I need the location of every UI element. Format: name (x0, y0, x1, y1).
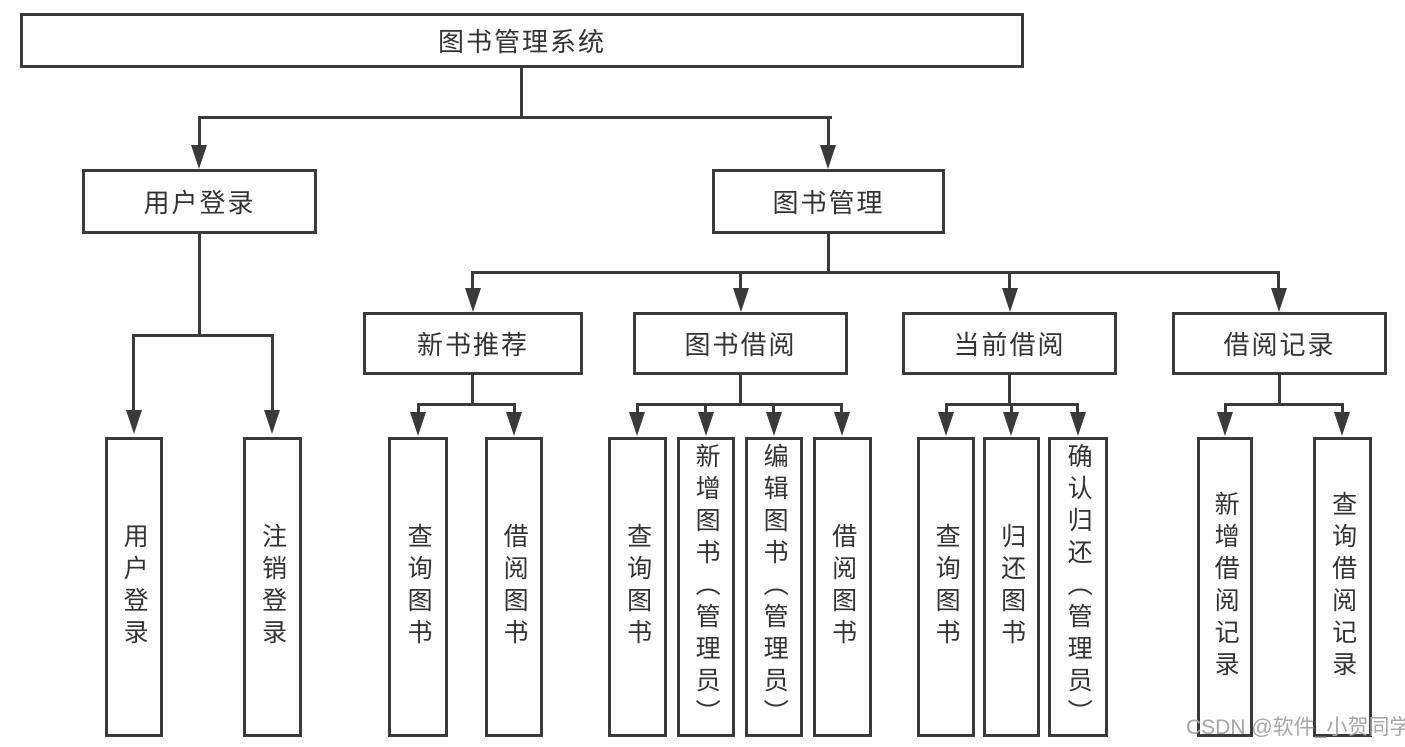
connector-line (417, 403, 516, 406)
arrow-down-icon (410, 412, 426, 436)
watermark: CSDN @软件_小贺同学 (1186, 716, 1405, 739)
connector-line (132, 334, 135, 412)
connector-line (1010, 403, 1013, 415)
connector-line (271, 334, 274, 412)
connector-line (739, 375, 742, 405)
node-label: 借阅记录 (1223, 330, 1336, 360)
node-label: 图书管理系统 (437, 27, 606, 57)
leaf-bb-query-books: 查询图书 (608, 437, 667, 737)
leaf-cb-query-books: 查询图书 (917, 437, 975, 737)
node-new-book-recommend: 新书推荐 (363, 312, 583, 375)
node-label: 图书管理 (772, 188, 885, 218)
node-label: 借阅图书 (828, 523, 857, 651)
connector-line (520, 68, 523, 118)
connector-line (636, 403, 639, 415)
arrow-down-icon (126, 410, 142, 434)
connector-line (636, 403, 843, 406)
arrow-down-icon (820, 145, 836, 169)
connector-line (198, 116, 832, 119)
connector-line (827, 116, 830, 148)
leaf-bb-edit-books-admin: 编辑图书（管理员） (745, 437, 803, 737)
node-label: 查询图书 (404, 523, 433, 651)
connector-line (471, 375, 474, 405)
node-book-management: 图书管理 (712, 169, 945, 234)
arrow-down-icon (264, 410, 280, 434)
node-label: 新增图书（管理员） (692, 443, 721, 731)
arrow-down-icon (465, 288, 481, 312)
connector-line (417, 403, 420, 415)
arrow-down-icon (938, 412, 954, 436)
connector-line (513, 403, 516, 415)
arrow-down-icon (766, 412, 782, 436)
leaf-user-login: 用户登录 (105, 437, 163, 737)
connector-line (132, 334, 274, 337)
arrow-down-icon (1002, 288, 1018, 312)
leaf-nb-borrow-books: 借阅图书 (485, 437, 543, 737)
connector-line (1008, 271, 1011, 290)
connector-line (1076, 403, 1079, 415)
node-book-borrow: 图书借阅 (633, 312, 848, 375)
connector-line (1224, 403, 1344, 406)
node-label: 查询图书 (623, 523, 652, 651)
node-label: 新书推荐 (416, 330, 529, 360)
node-label: 用户登录 (143, 188, 256, 218)
connector-line (772, 403, 775, 415)
connector-line (198, 233, 201, 336)
leaf-nb-query-books: 查询图书 (388, 437, 448, 737)
node-label: 查询图书 (932, 523, 961, 651)
leaf-bb-borrow-books: 借阅图书 (813, 437, 872, 737)
connector-line (471, 271, 1280, 274)
leaf-br-query-borrow-record: 查询借阅记录 (1313, 437, 1372, 737)
node-user-login: 用户登录 (82, 169, 317, 234)
node-label: 图书借阅 (684, 330, 797, 360)
node-label: 借阅图书 (500, 523, 529, 651)
leaf-br-add-borrow-record: 新增借阅记录 (1197, 437, 1253, 737)
connector-line (1277, 271, 1280, 290)
node-current-borrow: 当前借阅 (902, 312, 1117, 375)
arrow-down-icon (834, 412, 850, 436)
node-label: 确认归还（管理员） (1064, 443, 1093, 731)
arrow-down-icon (191, 145, 207, 169)
arrow-down-icon (629, 412, 645, 436)
node-label: 归还图书 (997, 523, 1026, 651)
connector-line (827, 233, 830, 273)
connector-line (739, 271, 742, 290)
node-label: 编辑图书（管理员） (760, 443, 789, 731)
connector-line (471, 271, 474, 290)
node-label: 注销登录 (258, 523, 287, 651)
connector-line (840, 403, 843, 415)
arrow-down-icon (506, 412, 522, 436)
arrow-down-icon (698, 412, 714, 436)
arrow-down-icon (1070, 412, 1086, 436)
leaf-bb-add-books-admin: 新增图书（管理员） (677, 437, 735, 737)
connector-line (704, 403, 707, 415)
connector-line (945, 403, 948, 415)
arrow-down-icon (733, 288, 749, 312)
connector-line (198, 116, 201, 148)
arrow-down-icon (1003, 412, 1019, 436)
leaf-cb-return-books: 归还图书 (983, 437, 1040, 737)
connector-line (1008, 375, 1011, 405)
node-label: 用户登录 (120, 523, 149, 651)
leaf-logout-login: 注销登录 (243, 437, 302, 737)
leaf-cb-confirm-return-admin: 确认归还（管理员） (1048, 437, 1108, 737)
arrow-down-icon (1217, 412, 1233, 436)
connector-line (1341, 403, 1344, 415)
node-label: 当前借阅 (953, 330, 1066, 360)
node-label: 查询借阅记录 (1328, 491, 1357, 683)
arrow-down-icon (1271, 288, 1287, 312)
connector-line (1224, 403, 1227, 415)
node-label: 新增借阅记录 (1211, 491, 1240, 683)
node-root-system: 图书管理系统 (20, 13, 1024, 68)
node-borrow-records: 借阅记录 (1172, 312, 1387, 375)
connector-line (1278, 375, 1281, 405)
arrow-down-icon (1334, 412, 1350, 436)
